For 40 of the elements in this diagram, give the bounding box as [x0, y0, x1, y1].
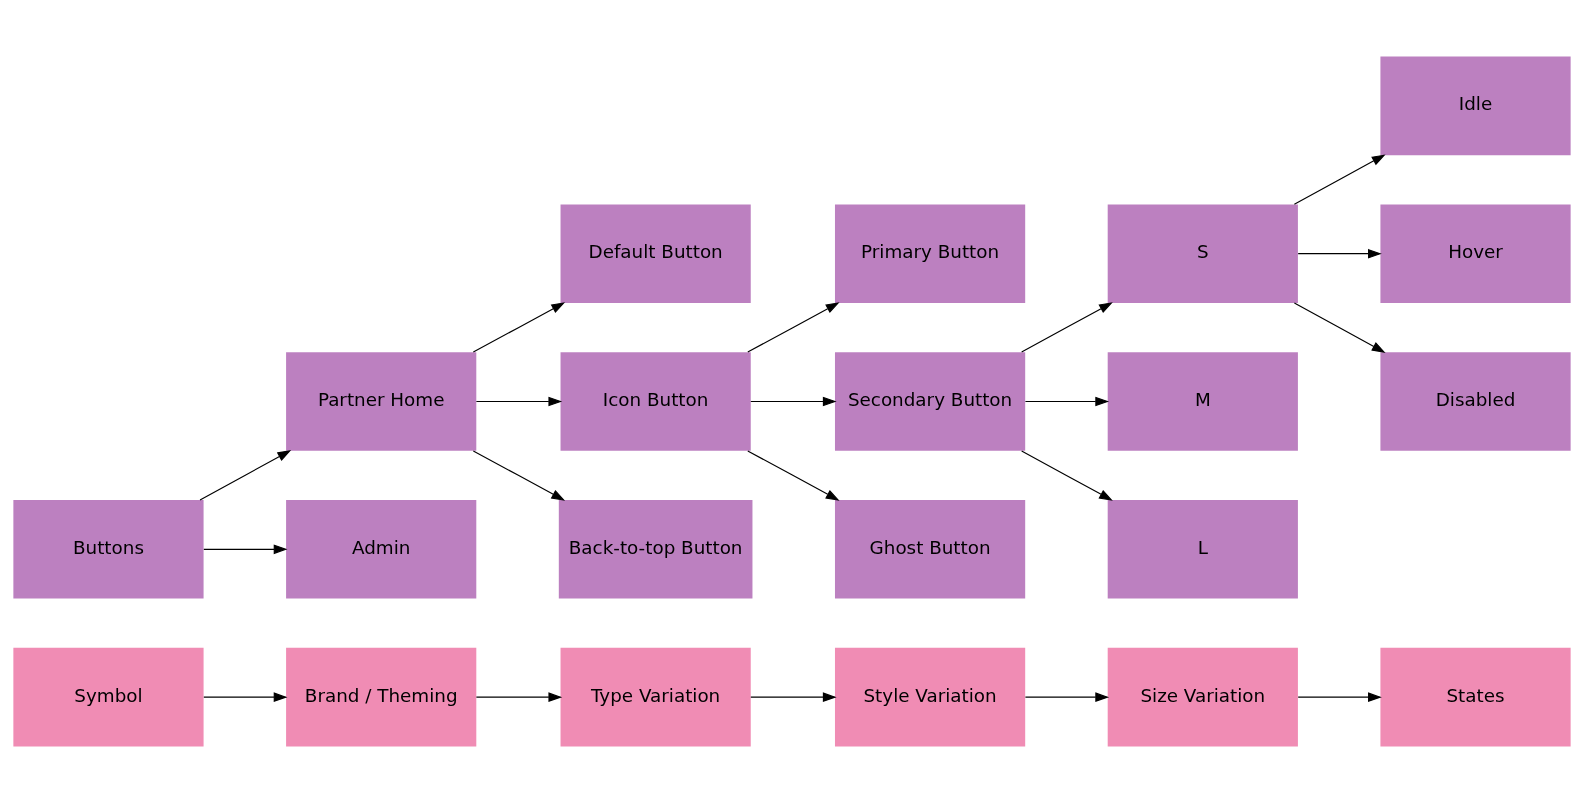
arrow [1297, 248, 1382, 258]
node-box: M [1107, 351, 1298, 451]
node-box: Brand / Theming [286, 647, 477, 746]
arrow [203, 691, 288, 702]
node-box: Symbol [13, 647, 204, 746]
node-box: Hover [1380, 203, 1571, 303]
node-box: Type Variation [560, 647, 751, 746]
node-box: Ghost Button [834, 499, 1026, 599]
arrow [1297, 691, 1382, 702]
arrow [472, 301, 566, 353]
node-box: Back-to-top Button [558, 499, 753, 599]
node-box: Style Variation [834, 647, 1026, 746]
node-box: L [1107, 499, 1298, 599]
node-box: S [1107, 203, 1298, 303]
node-box: Partner Home [286, 351, 477, 451]
arrow [747, 449, 840, 501]
arrow [1024, 691, 1110, 702]
arrow [747, 301, 840, 353]
arrow [475, 396, 563, 406]
node-box: Disabled [1380, 351, 1571, 451]
arrow [475, 691, 563, 702]
arrow [1021, 301, 1113, 353]
arrow [1293, 302, 1386, 353]
node-box: States [1380, 647, 1571, 746]
node-box: Secondary Button [834, 351, 1026, 451]
arrow [750, 396, 837, 406]
arrow [1024, 396, 1110, 406]
node-box: Default Button [560, 203, 751, 303]
node-box: Primary Button [834, 203, 1026, 303]
arrow [203, 544, 288, 554]
node-box: Idle [1380, 56, 1571, 155]
node-box: Icon Button [560, 351, 751, 451]
arrow [472, 449, 566, 501]
arrow [1021, 449, 1113, 501]
node-box: Buttons [13, 499, 204, 599]
arrow [1293, 153, 1386, 205]
node-box: Size Variation [1107, 647, 1298, 746]
node-box: Admin [286, 499, 477, 599]
arrow [199, 449, 292, 500]
arrow [750, 691, 837, 702]
